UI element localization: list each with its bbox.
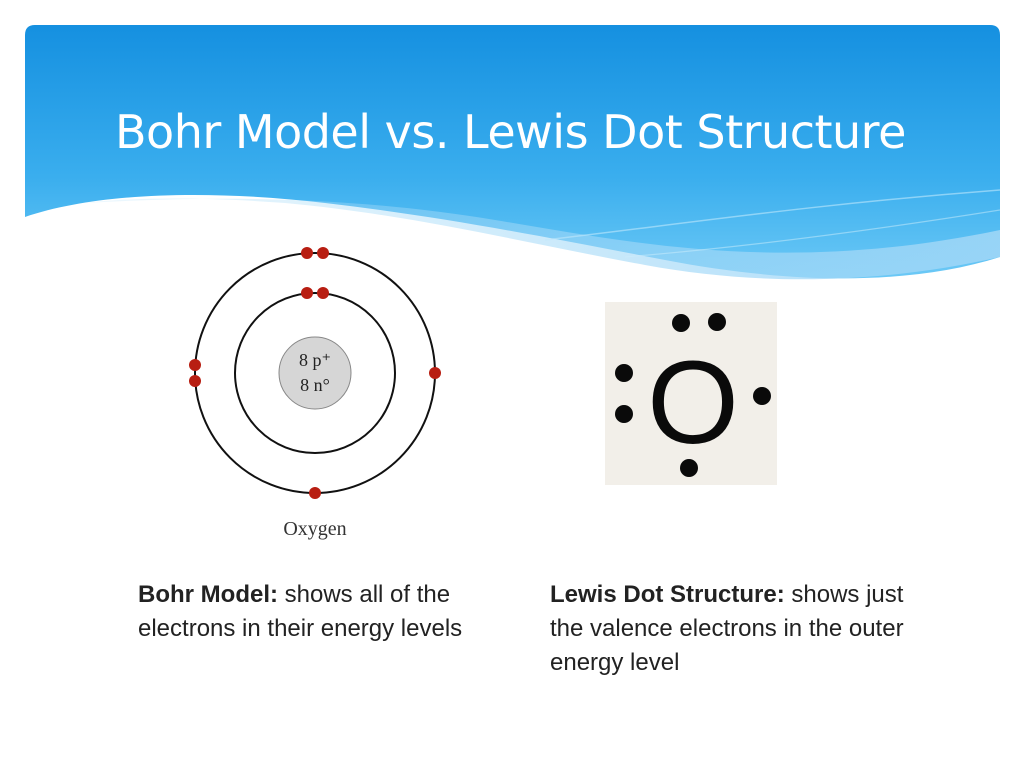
bohr-caption-heading: Bohr Model: [138, 581, 278, 608]
electron-dot [680, 459, 698, 477]
electron [317, 247, 329, 259]
bohr-atom: 8 p⁺ 8 n° Oxygen [189, 247, 441, 540]
electron [317, 287, 329, 299]
electron [309, 487, 321, 499]
electron [189, 359, 201, 371]
electron [429, 367, 441, 379]
electron-dot [753, 387, 771, 405]
lewis-dot-diagram: O [605, 302, 777, 485]
element-label: Oxygen [283, 518, 346, 540]
lewis-structure: O [615, 313, 771, 477]
header-banner: Bohr Model vs. Lewis Dot Structure [25, 25, 1000, 285]
bohr-caption: Bohr Model: shows all of the electrons i… [138, 578, 498, 646]
nucleus-protons: 8 p⁺ [299, 350, 331, 370]
electron-dot [708, 313, 726, 331]
header-wave-background [25, 25, 1000, 280]
nucleus-neutrons: 8 n° [300, 375, 330, 395]
outer-shell-electrons [189, 247, 441, 499]
lewis-caption-text: shows just the valence electrons in the … [550, 581, 904, 676]
electron [301, 287, 313, 299]
lewis-caption: Lewis Dot Structure: shows just the vale… [550, 578, 910, 680]
electron [189, 375, 201, 387]
nucleus [278, 336, 352, 410]
electron-dot [615, 405, 633, 423]
electron [301, 247, 313, 259]
electron-dot [615, 364, 633, 382]
page-title: Bohr Model vs. Lewis Dot Structure [115, 105, 906, 159]
lewis-caption-heading: Lewis Dot Structure: [550, 581, 785, 608]
inner-shell [234, 292, 396, 454]
valence-electrons [615, 313, 771, 477]
bohr-caption-text: shows all of the electrons in their ener… [138, 581, 463, 642]
electron-dot [672, 314, 690, 332]
inner-shell-electrons [301, 287, 329, 299]
bohr-model-diagram: 8 p⁺ 8 n° Oxygen [180, 240, 460, 555]
element-symbol: O [647, 337, 739, 469]
